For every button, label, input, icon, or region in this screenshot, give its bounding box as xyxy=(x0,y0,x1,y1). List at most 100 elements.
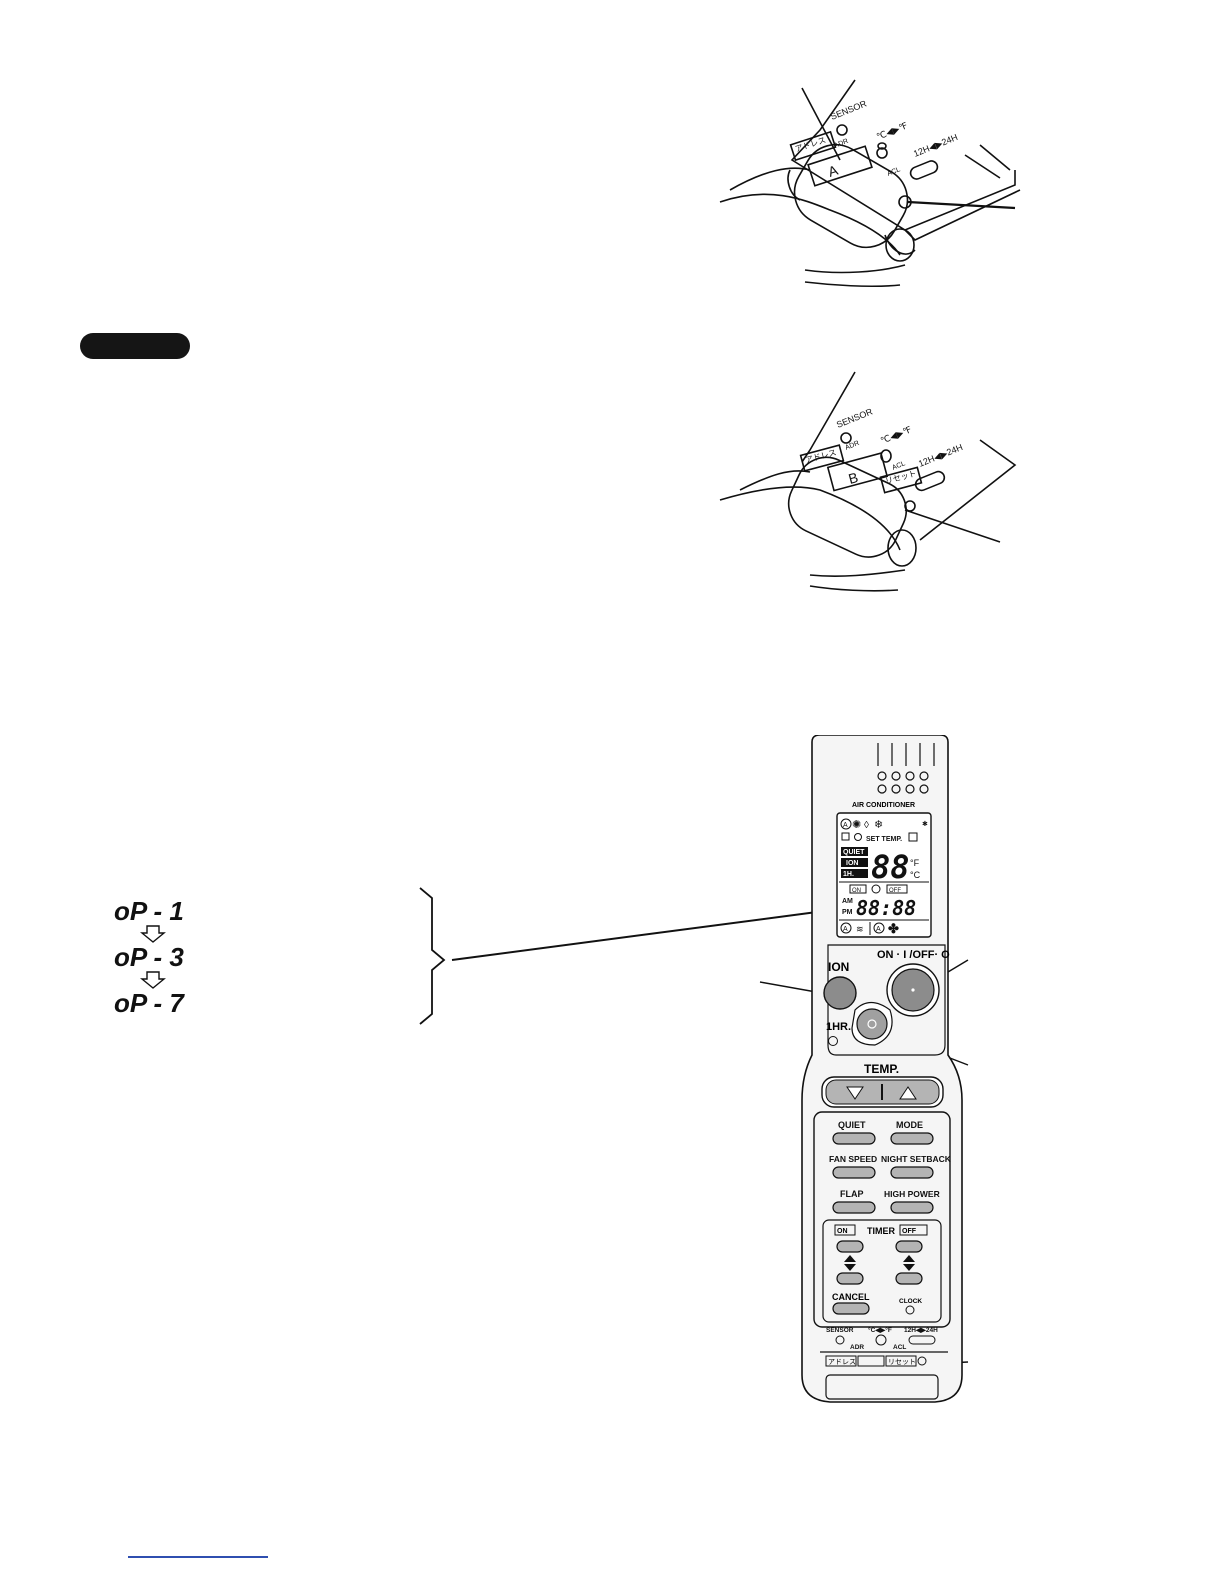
down-arrow-icon xyxy=(140,925,166,943)
lcd-time-digits: 88:88 xyxy=(856,896,916,920)
lcd-quiet: QUIET xyxy=(843,849,865,856)
onoff-button-label: ON · I /OFF· O xyxy=(877,949,950,961)
cf-switch[interactable] xyxy=(875,1334,887,1346)
timer-off-tag: OFF xyxy=(902,1228,917,1235)
button-panel xyxy=(813,1111,951,1328)
leader-line-lcd xyxy=(451,909,833,961)
figure-address-switch-a: SENSOR ADR ℃◀▶℉ 12H◀▶24H アドレス A ACL xyxy=(719,79,1021,288)
lcd-off-tag: OFF xyxy=(889,888,901,894)
fig1-adr-label: ADR xyxy=(833,138,849,150)
ion-button[interactable] xyxy=(823,976,857,1010)
up-triangle-icon xyxy=(844,1255,856,1262)
snowflake-icon: ❄ xyxy=(874,819,883,831)
fig1-sensor-label: SENSOR xyxy=(829,98,868,122)
down-arrow-icon xyxy=(140,971,166,989)
sun-icon: ✺ xyxy=(852,819,861,831)
cancel-label: CANCEL xyxy=(832,1292,870,1302)
timer-on-up-button[interactable] xyxy=(836,1240,864,1253)
grouping-bracket xyxy=(419,887,446,1025)
fig2-acl-label: ACL xyxy=(891,460,906,472)
timer-panel xyxy=(822,1219,942,1323)
fig2-slot-letter: B xyxy=(847,469,860,487)
bottom-adr-label: ADR xyxy=(850,1344,864,1351)
code-op-1: oP - 1 xyxy=(114,896,184,926)
timer-on-down-button[interactable] xyxy=(836,1272,864,1285)
lcd-unit-f: °F xyxy=(910,858,920,868)
timer-label: TIMER xyxy=(867,1226,895,1236)
flap-label: FLAP xyxy=(840,1189,864,1199)
lcd-set-temp: SET TEMP. xyxy=(866,836,902,843)
temp-up-icon[interactable] xyxy=(899,1086,917,1100)
fig1-1224-label: 12H◀▶24H xyxy=(912,132,959,159)
battery-cover xyxy=(825,1374,939,1400)
fan-icon: ✤ xyxy=(888,921,899,936)
down-triangle-icon xyxy=(903,1264,915,1271)
address-slot[interactable] xyxy=(857,1355,885,1367)
section-marker-pill xyxy=(80,333,190,359)
main-control-panel xyxy=(827,944,946,1056)
fig1-cf-label: ℃◀▶℉ xyxy=(875,120,909,142)
lcd-pm: PM xyxy=(842,909,853,916)
lcd-screen xyxy=(836,812,932,938)
night-setback-label: NIGHT SETBACK xyxy=(881,1154,952,1164)
option-code-sequence: oP - 1 oP - 3 oP - 7 xyxy=(114,887,446,1025)
temp-down-icon[interactable] xyxy=(846,1086,864,1100)
fan-auto-icon-2: A xyxy=(876,926,881,933)
mode-label: MODE xyxy=(896,1120,923,1130)
brand-label: AIR CONDITIONER xyxy=(852,802,915,809)
fan-speed-label: FAN SPEED xyxy=(829,1154,877,1164)
flap-button[interactable] xyxy=(832,1201,876,1214)
vent-grille xyxy=(877,743,935,794)
fig1-acl-label: ACL xyxy=(886,166,901,178)
flap-swing-icon: ≋ xyxy=(856,924,864,934)
lcd-1h: 1H. xyxy=(843,871,854,878)
timer-on-tag: ON xyxy=(837,1228,848,1235)
fig1-slot-letter: A xyxy=(826,162,840,180)
lcd-am: AM xyxy=(842,898,853,905)
high-power-label: HIGH POWER xyxy=(884,1189,940,1199)
high-power-button[interactable] xyxy=(890,1201,934,1214)
auto-icon: A xyxy=(843,822,848,829)
timer-clock-icon xyxy=(828,1036,838,1046)
h1224-switch[interactable] xyxy=(908,1335,936,1345)
bottom-1224-label: 12H◀▶24H xyxy=(904,1327,938,1334)
code-op-3: oP - 3 xyxy=(114,942,184,972)
ion-button-label: ION xyxy=(828,960,849,974)
down-triangle-icon xyxy=(844,1264,856,1271)
temp-label: TEMP. xyxy=(864,1062,899,1076)
bottom-cf-label: °C◀▶°F xyxy=(868,1326,892,1334)
figure-address-switch-b: SENSOR ADR ℃◀▶℉ 12H◀▶24H アドレス B リセット ACL xyxy=(719,371,1017,592)
lcd-on-tag: ON xyxy=(852,888,861,894)
one-hr-button-label: 1HR. xyxy=(826,1021,851,1033)
bottom-sensor-label: SENSOR xyxy=(826,1327,854,1334)
timer-off-down-button[interactable] xyxy=(895,1272,923,1285)
fig2-sensor-label: SENSOR xyxy=(835,406,874,430)
timer-off-up-button[interactable] xyxy=(895,1240,923,1253)
fan-speed-button[interactable] xyxy=(832,1166,876,1179)
signal-icon: ✱ xyxy=(922,820,928,828)
bottom-address-label: アドレス xyxy=(828,1358,856,1366)
footer-rule xyxy=(128,1556,268,1558)
clock-label: CLOCK xyxy=(899,1298,922,1305)
cancel-button[interactable] xyxy=(832,1302,870,1315)
up-triangle-icon xyxy=(903,1255,915,1262)
bottom-acl-label: ACL xyxy=(893,1344,906,1351)
clock-button[interactable] xyxy=(905,1305,915,1315)
fig2-adr-label: ADR xyxy=(844,440,860,452)
lcd-ion: ION xyxy=(846,860,858,867)
sensor-switch[interactable] xyxy=(835,1335,845,1345)
night-setback-button[interactable] xyxy=(890,1166,934,1179)
remote-control-figure: AIR CONDITIONER A ✺ ◊ ❄ ✱ SET TEMP. QUIE… xyxy=(451,735,969,1403)
quiet-button[interactable] xyxy=(832,1132,876,1145)
fig2-1224-label: 12H◀▶24H xyxy=(917,442,964,469)
fig2-cf-label: ℃◀▶℉ xyxy=(879,424,913,446)
drop-icon: ◊ xyxy=(864,820,869,831)
down-arrows xyxy=(140,925,166,989)
quiet-label: QUIET xyxy=(838,1120,866,1130)
code-op-7: oP - 7 xyxy=(114,988,185,1018)
reset-button[interactable] xyxy=(917,1356,927,1366)
one-hr-button[interactable] xyxy=(856,1008,888,1040)
fan-auto-icon: A xyxy=(843,926,848,933)
mode-button[interactable] xyxy=(890,1132,934,1145)
lcd-temp-digits: 88 xyxy=(871,848,910,886)
